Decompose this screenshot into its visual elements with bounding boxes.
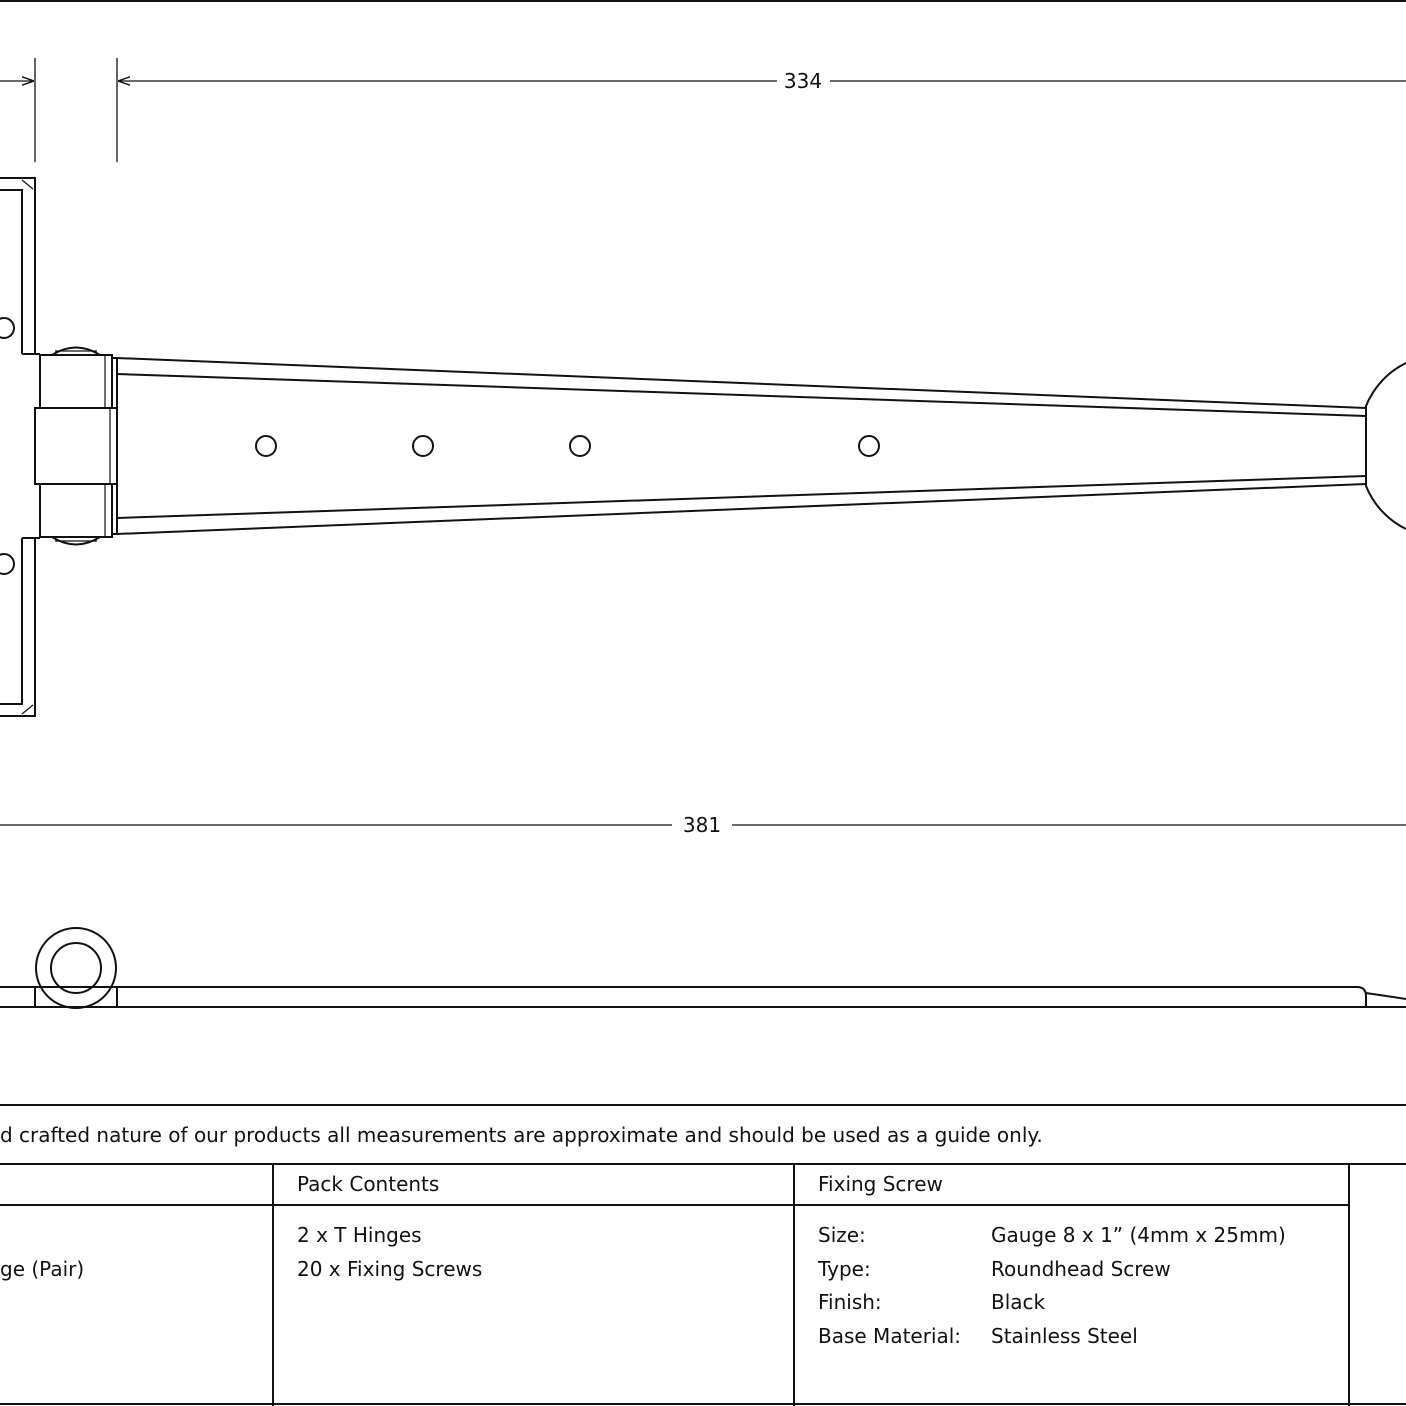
spec-table-lines bbox=[0, 1104, 1406, 1406]
fixing-screw-material-value: Stainless Steel bbox=[991, 1324, 1138, 1348]
top-dimension bbox=[0, 58, 1406, 162]
pack-contents-item: 2 x T Hinges bbox=[297, 1223, 422, 1247]
hinge-plan-view bbox=[0, 177, 1406, 717]
fixing-screw-type-label: Type: bbox=[818, 1257, 871, 1281]
hinge-side-view bbox=[0, 927, 1406, 1009]
pack-contents-header: Pack Contents bbox=[297, 1172, 440, 1196]
fixing-screw-finish-label: Finish: bbox=[818, 1290, 882, 1314]
dimension-381-label: 381 bbox=[683, 813, 721, 837]
pack-contents-item: 20 x Fixing Screws bbox=[297, 1257, 483, 1281]
fixing-screw-size-value: Gauge 8 x 1” (4mm x 25mm) bbox=[991, 1223, 1286, 1247]
fixing-screw-material-label: Base Material: bbox=[818, 1324, 962, 1348]
fixing-screw-header: Fixing Screw bbox=[818, 1172, 943, 1196]
disclaimer-note: d crafted nature of our products all mea… bbox=[0, 1123, 1043, 1147]
fixing-screw-finish-value: Black bbox=[991, 1290, 1046, 1314]
product-name-cell: ge (Pair) bbox=[0, 1257, 85, 1281]
dimension-334-label: 334 bbox=[784, 69, 822, 93]
fixing-screw-size-label: Size: bbox=[818, 1223, 866, 1247]
fixing-screw-type-value: Roundhead Screw bbox=[991, 1257, 1171, 1281]
